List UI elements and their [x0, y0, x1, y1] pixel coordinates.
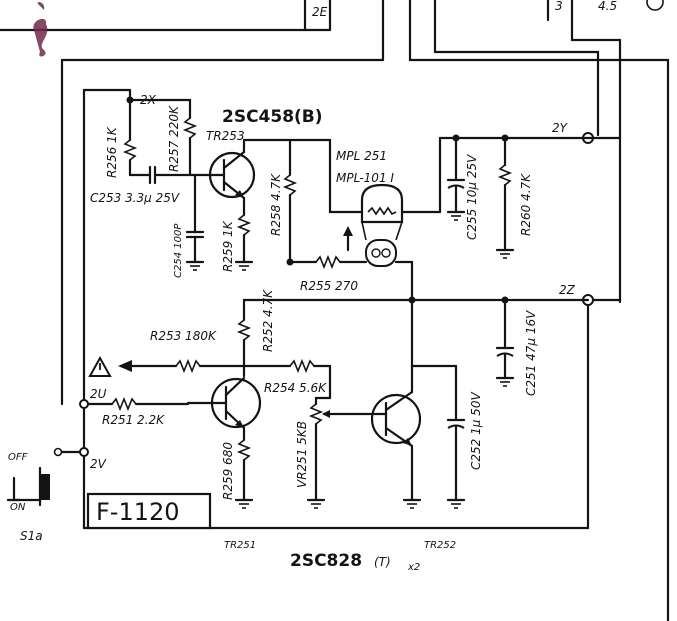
c252-label: C252 1μ 50V: [469, 392, 483, 470]
c253-label: C253 3.3μ 25V: [90, 191, 180, 205]
r255-label: R255 270: [300, 279, 358, 293]
switch-off-label: OFF: [8, 452, 28, 463]
vr251-potentiometer: [306, 396, 374, 509]
top-terminal-circle: [646, 0, 664, 11]
r252-resistor: [236, 298, 252, 378]
tr252-ref-label: TR252: [424, 540, 456, 551]
r253-label: R253 180K: [150, 329, 217, 343]
r258-resistor: [282, 174, 298, 264]
node-2z-label: 2Z: [559, 283, 576, 297]
r259-resistor: [234, 214, 254, 271]
bottom-suffix-label: (T): [374, 555, 391, 569]
switch-off-terminal: [53, 447, 63, 457]
lamp-ref-label: MPL 251: [336, 149, 387, 163]
model-box-label: F-1120: [96, 498, 180, 526]
c255-capacitor: [446, 136, 466, 221]
vr251-label: VR251 5KB: [295, 421, 309, 488]
r257-label: R257 220K: [167, 105, 181, 172]
switch-ref-label: S1a: [20, 529, 43, 543]
warning-triangle-icon: [88, 355, 112, 377]
r260-resistor: [495, 136, 515, 259]
tr251-ref-label: TR251: [224, 540, 256, 551]
r251-label: R251 2.2K: [102, 413, 165, 427]
top-label-3: 3: [555, 0, 563, 13]
tr252-transistor: [370, 364, 422, 509]
r259b-resistor: [234, 439, 254, 509]
r259-label: R259 1K: [221, 220, 235, 272]
lamp-mpl251: [343, 183, 404, 267]
model-box: [86, 492, 212, 530]
switch-on-label: ON: [10, 502, 26, 513]
r252-label: R252 4.7K: [261, 289, 275, 352]
tr253-ref-label: TR253: [206, 129, 245, 143]
r258-label: R258 4.7K: [269, 173, 283, 236]
r251-resistor: [111, 396, 190, 412]
node-2u-label: 2U: [90, 387, 107, 401]
r260-label: R260 4.7K: [519, 173, 533, 236]
top-label-45: 4.5: [598, 0, 617, 13]
c253-capacitor: [128, 165, 212, 185]
node-2v-label: 2V: [90, 457, 107, 471]
bottom-type-label: 2SC828: [290, 551, 362, 571]
main-frame: [60, 88, 590, 530]
r256-label: R256 1K: [105, 126, 119, 178]
junction-r255: [286, 258, 294, 266]
switch-s1a: [6, 466, 50, 507]
r259b-label: R259 680: [221, 442, 235, 500]
tr253-type-label: 2SC458(B): [222, 107, 323, 127]
r256-resistor: [122, 98, 138, 177]
tr251-transistor: [186, 376, 262, 442]
bottom-qty-label: x2: [407, 562, 420, 573]
r254-label: R254 5.6K: [264, 381, 327, 395]
ink-smudge: [33, 18, 48, 57]
c252-capacitor: [446, 364, 466, 509]
c251-capacitor: [495, 298, 515, 387]
top-label-2e: 2E: [312, 5, 328, 19]
r257-resistor: [128, 98, 198, 177]
r253-resistor: [118, 358, 201, 374]
node-2u: [79, 399, 89, 409]
c255-label: C255 10μ 25V: [465, 154, 479, 240]
c251-label: C251 47μ 16V: [524, 310, 538, 396]
r255-resistor: [288, 254, 368, 270]
tr253-transistor: [208, 138, 256, 217]
c254-capacitor: [185, 173, 205, 271]
node-2y-label: 2Y: [552, 121, 569, 135]
node-2v: [79, 447, 89, 457]
r254-resistor: [289, 358, 332, 400]
c254-label: C254 100P: [173, 223, 184, 278]
lamp-type-label: MPL-101 I: [336, 171, 394, 185]
